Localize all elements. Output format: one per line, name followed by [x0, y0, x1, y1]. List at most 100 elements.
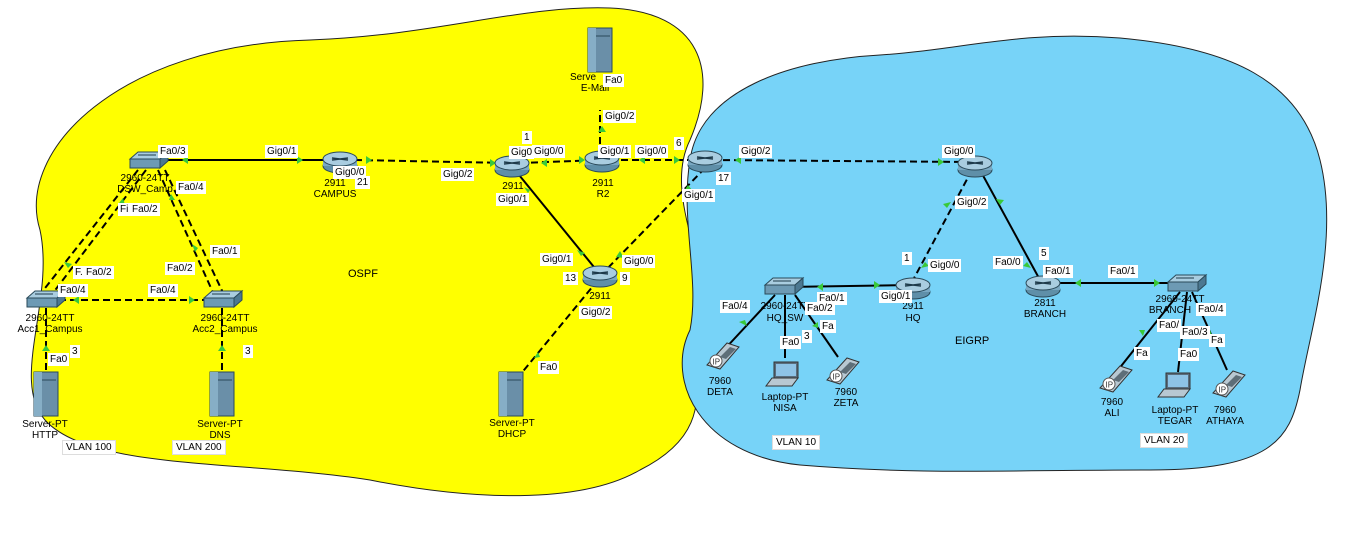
port-label: Fa0/2 — [165, 262, 195, 275]
port-label: 13 — [563, 272, 579, 285]
hqsw-model: 2960-24TT — [760, 301, 810, 312]
switch-hq-sw-icon[interactable] — [763, 276, 805, 296]
server-dhcp-icon[interactable] — [498, 371, 524, 417]
port-label: Gig0/2 — [603, 110, 637, 123]
phone-zeta-icon[interactable]: IP — [826, 357, 860, 385]
router-r1-icon[interactable] — [494, 155, 530, 178]
hq-model: 2911 — [902, 301, 924, 312]
laptop-tegar-icon[interactable] — [1157, 372, 1191, 398]
brsw-model: 2960-24TT — [1155, 294, 1205, 305]
port-label: Fa0/1 — [210, 245, 240, 258]
ali-name: ALI — [1104, 408, 1120, 419]
port-label: Fa0/4 — [720, 300, 750, 313]
port-label: Fa0/4 — [1196, 303, 1226, 316]
router-r4-icon[interactable] — [582, 265, 618, 288]
server-http-icon[interactable] — [33, 371, 59, 417]
phone-ali-icon[interactable]: IP — [1099, 365, 1133, 393]
server-dns-icon[interactable] — [209, 371, 235, 417]
port-label: Gig0/1 — [598, 145, 632, 158]
dhcp-model: Server-PT — [489, 418, 535, 429]
acc1-name: Acc1_Campus — [17, 324, 83, 335]
port-label: Gig0/1 — [682, 189, 716, 202]
link-dsw-acc1-a — [37, 169, 139, 298]
port-label: Gig0/1 — [265, 145, 299, 158]
athaya-name: ATHAYA — [1206, 416, 1244, 427]
http-name: HTTP — [31, 430, 59, 441]
switch-acc2-icon[interactable] — [202, 289, 244, 309]
tegar-name: TEGAR — [1157, 416, 1193, 427]
link-r1-r4 — [514, 169, 599, 273]
dsw-name: DSW_Camp — [117, 184, 173, 195]
laptop-nisa-icon[interactable] — [765, 361, 799, 387]
vlan-100-label: VLAN 100 — [62, 440, 116, 455]
phone-deta-icon[interactable]: IP — [706, 342, 740, 370]
link-hqsw-deta — [721, 294, 776, 353]
port-label: Fa0/0 — [993, 256, 1023, 269]
server-email-icon[interactable] — [587, 27, 613, 73]
port-label: 1 — [522, 131, 532, 144]
acc2-model: 2960-24TT — [200, 313, 250, 324]
router-branch-icon[interactable] — [1025, 275, 1061, 298]
campus-model: 2911 — [324, 178, 346, 189]
port-label: Fa0 — [48, 353, 70, 366]
dsw-model: 2960-24TT — [120, 173, 170, 184]
port-label: Fa0/2 — [84, 266, 114, 279]
acc1-model: 2960-24TT — [25, 313, 75, 324]
port-label: Fa0 — [1178, 348, 1200, 361]
port-label: Gig0/2 — [955, 196, 989, 209]
link-brsw-ali — [1117, 291, 1181, 371]
r4-model: 2911 — [589, 291, 611, 302]
router-r5-icon[interactable] — [957, 155, 993, 178]
acc2-name: Acc2_Campus — [192, 324, 258, 335]
branch-model: 2811 — [1034, 298, 1056, 309]
port-label: Gig0/2 — [441, 168, 475, 181]
port-label: Gig0/0 — [333, 166, 367, 179]
nisa-model: Laptop-PT — [761, 392, 809, 403]
port-label: Gig0/0 — [635, 145, 669, 158]
port-label: 3 — [243, 345, 253, 358]
port-label: Fa0/1 — [1108, 265, 1138, 278]
vlan-200-label: VLAN 200 — [172, 440, 226, 455]
port-label: Fa — [1134, 347, 1150, 360]
branch-name: BRANCH — [1023, 309, 1067, 320]
eigrp-area-label: EIGRP — [955, 335, 990, 347]
port-label: Fa0/4 — [148, 284, 178, 297]
phone-athaya-icon[interactable]: IP — [1212, 370, 1246, 398]
switch-branch-sw-icon[interactable] — [1166, 273, 1208, 293]
port-label: 3 — [70, 345, 80, 358]
port-label: Gig0/1 — [879, 290, 913, 303]
link-campus-r1 — [354, 159, 511, 164]
port-label: 21 — [355, 176, 371, 189]
port-label: 9 — [620, 272, 630, 285]
port-label: 3 — [802, 330, 812, 343]
port-label: Gig0 — [509, 146, 535, 159]
port-label: Gig0/0 — [942, 145, 976, 158]
router-r3-icon[interactable] — [687, 150, 723, 173]
port-label: 5 — [1039, 247, 1049, 260]
hq-name: HQ — [905, 313, 921, 324]
link-r5-branch — [979, 169, 1041, 281]
http-model: Server-PT — [22, 419, 68, 430]
zeta-name: ZETA — [833, 398, 859, 409]
port-label: Fa0/ — [1157, 319, 1182, 332]
link-r3-r5 — [711, 159, 971, 163]
port-label: Gig0/2 — [739, 145, 773, 158]
port-label: 6 — [674, 137, 684, 150]
vlan-10-label: VLAN 10 — [772, 435, 821, 450]
port-label: Fa0/3 — [158, 145, 188, 158]
port-label: F. — [73, 266, 85, 279]
port-label: Fa0/1 — [1043, 265, 1073, 278]
athaya-model: 7960 — [1213, 405, 1237, 416]
port-label: Gig0/0 — [622, 255, 656, 268]
port-label: Gig0/2 — [579, 306, 613, 319]
port-label: Fa0/2 — [130, 203, 160, 216]
link-r5-hq — [911, 169, 973, 283]
port-label: Gig0/0 — [532, 145, 566, 158]
svg-text:IP: IP — [1219, 386, 1227, 395]
port-label: Fa0/3 — [1180, 326, 1210, 339]
ospf-area-label: OSPF — [348, 268, 378, 280]
vlan-20-label: VLAN 20 — [1140, 433, 1189, 448]
email-name: E-Mail — [580, 83, 610, 94]
